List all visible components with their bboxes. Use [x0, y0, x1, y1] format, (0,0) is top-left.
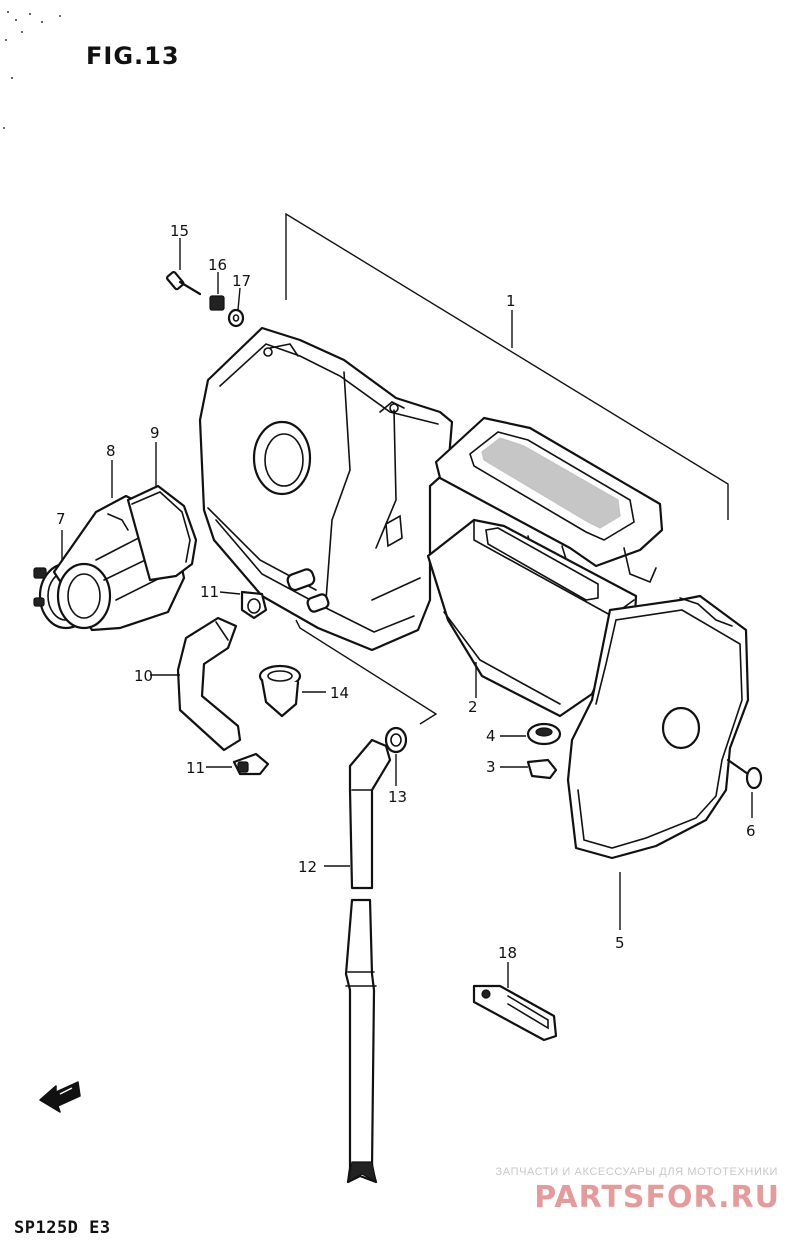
watermark-logo: PARTSFOR.RU [534, 1180, 780, 1215]
scan-speckle [3, 11, 61, 129]
strap-18 [472, 962, 558, 1042]
callout-7: 7 [56, 510, 66, 528]
callout-11-upper: 11 [200, 583, 219, 601]
element-frame [434, 416, 664, 598]
figure-title: FIG.13 [86, 42, 180, 70]
clip-11-upper [219, 590, 268, 620]
assembly-bracket-lower [295, 619, 438, 725]
breather-tube-12 [324, 738, 392, 1184]
assembly-bracket-1 [285, 212, 729, 520]
callout-4: 4 [486, 727, 496, 745]
callout-13: 13 [388, 788, 407, 806]
callout-10: 10 [134, 667, 153, 685]
screw-6 [726, 758, 763, 818]
front-arrow-icon [39, 1081, 81, 1113]
clip-13 [384, 726, 408, 786]
air-cleaner-case-1 [198, 326, 454, 652]
callout-18: 18 [498, 944, 517, 962]
callout-12: 12 [298, 858, 317, 876]
clamp-9 [126, 442, 198, 582]
collar-3 [500, 758, 558, 780]
cleaner-cover-5 [566, 594, 750, 930]
callout-8: 8 [106, 442, 116, 460]
washer-17 [227, 287, 245, 328]
drain-hose-10 [150, 616, 242, 752]
model-code: SP125D E3 [14, 1218, 111, 1238]
callout-11-lower: 11 [186, 759, 205, 777]
callout-1: 1 [506, 292, 516, 310]
valve-14 [258, 664, 326, 718]
clip-11-lower [206, 752, 270, 776]
callout-16: 16 [208, 256, 227, 274]
callout-9: 9 [150, 424, 160, 442]
callout-5: 5 [615, 934, 625, 952]
callout-15: 15 [170, 222, 189, 240]
callout-3: 3 [486, 758, 496, 776]
grommet-4 [500, 722, 562, 746]
callout-2: 2 [468, 698, 478, 716]
bolt-15 [165, 238, 202, 296]
callout-6: 6 [746, 822, 756, 840]
callout-14: 14 [330, 684, 349, 702]
nut-16 [209, 272, 225, 311]
callout-17: 17 [232, 272, 251, 290]
watermark-tagline: ЗАПЧАСТИ И АКСЕССУАРЫ ДЛЯ МОТОТЕХНИКИ [495, 1166, 778, 1178]
callout-numbers: 1 2 3 4 5 6 7 8 9 10 11 11 12 13 14 15 1… [56, 222, 756, 962]
filter-element-2 [426, 518, 638, 718]
